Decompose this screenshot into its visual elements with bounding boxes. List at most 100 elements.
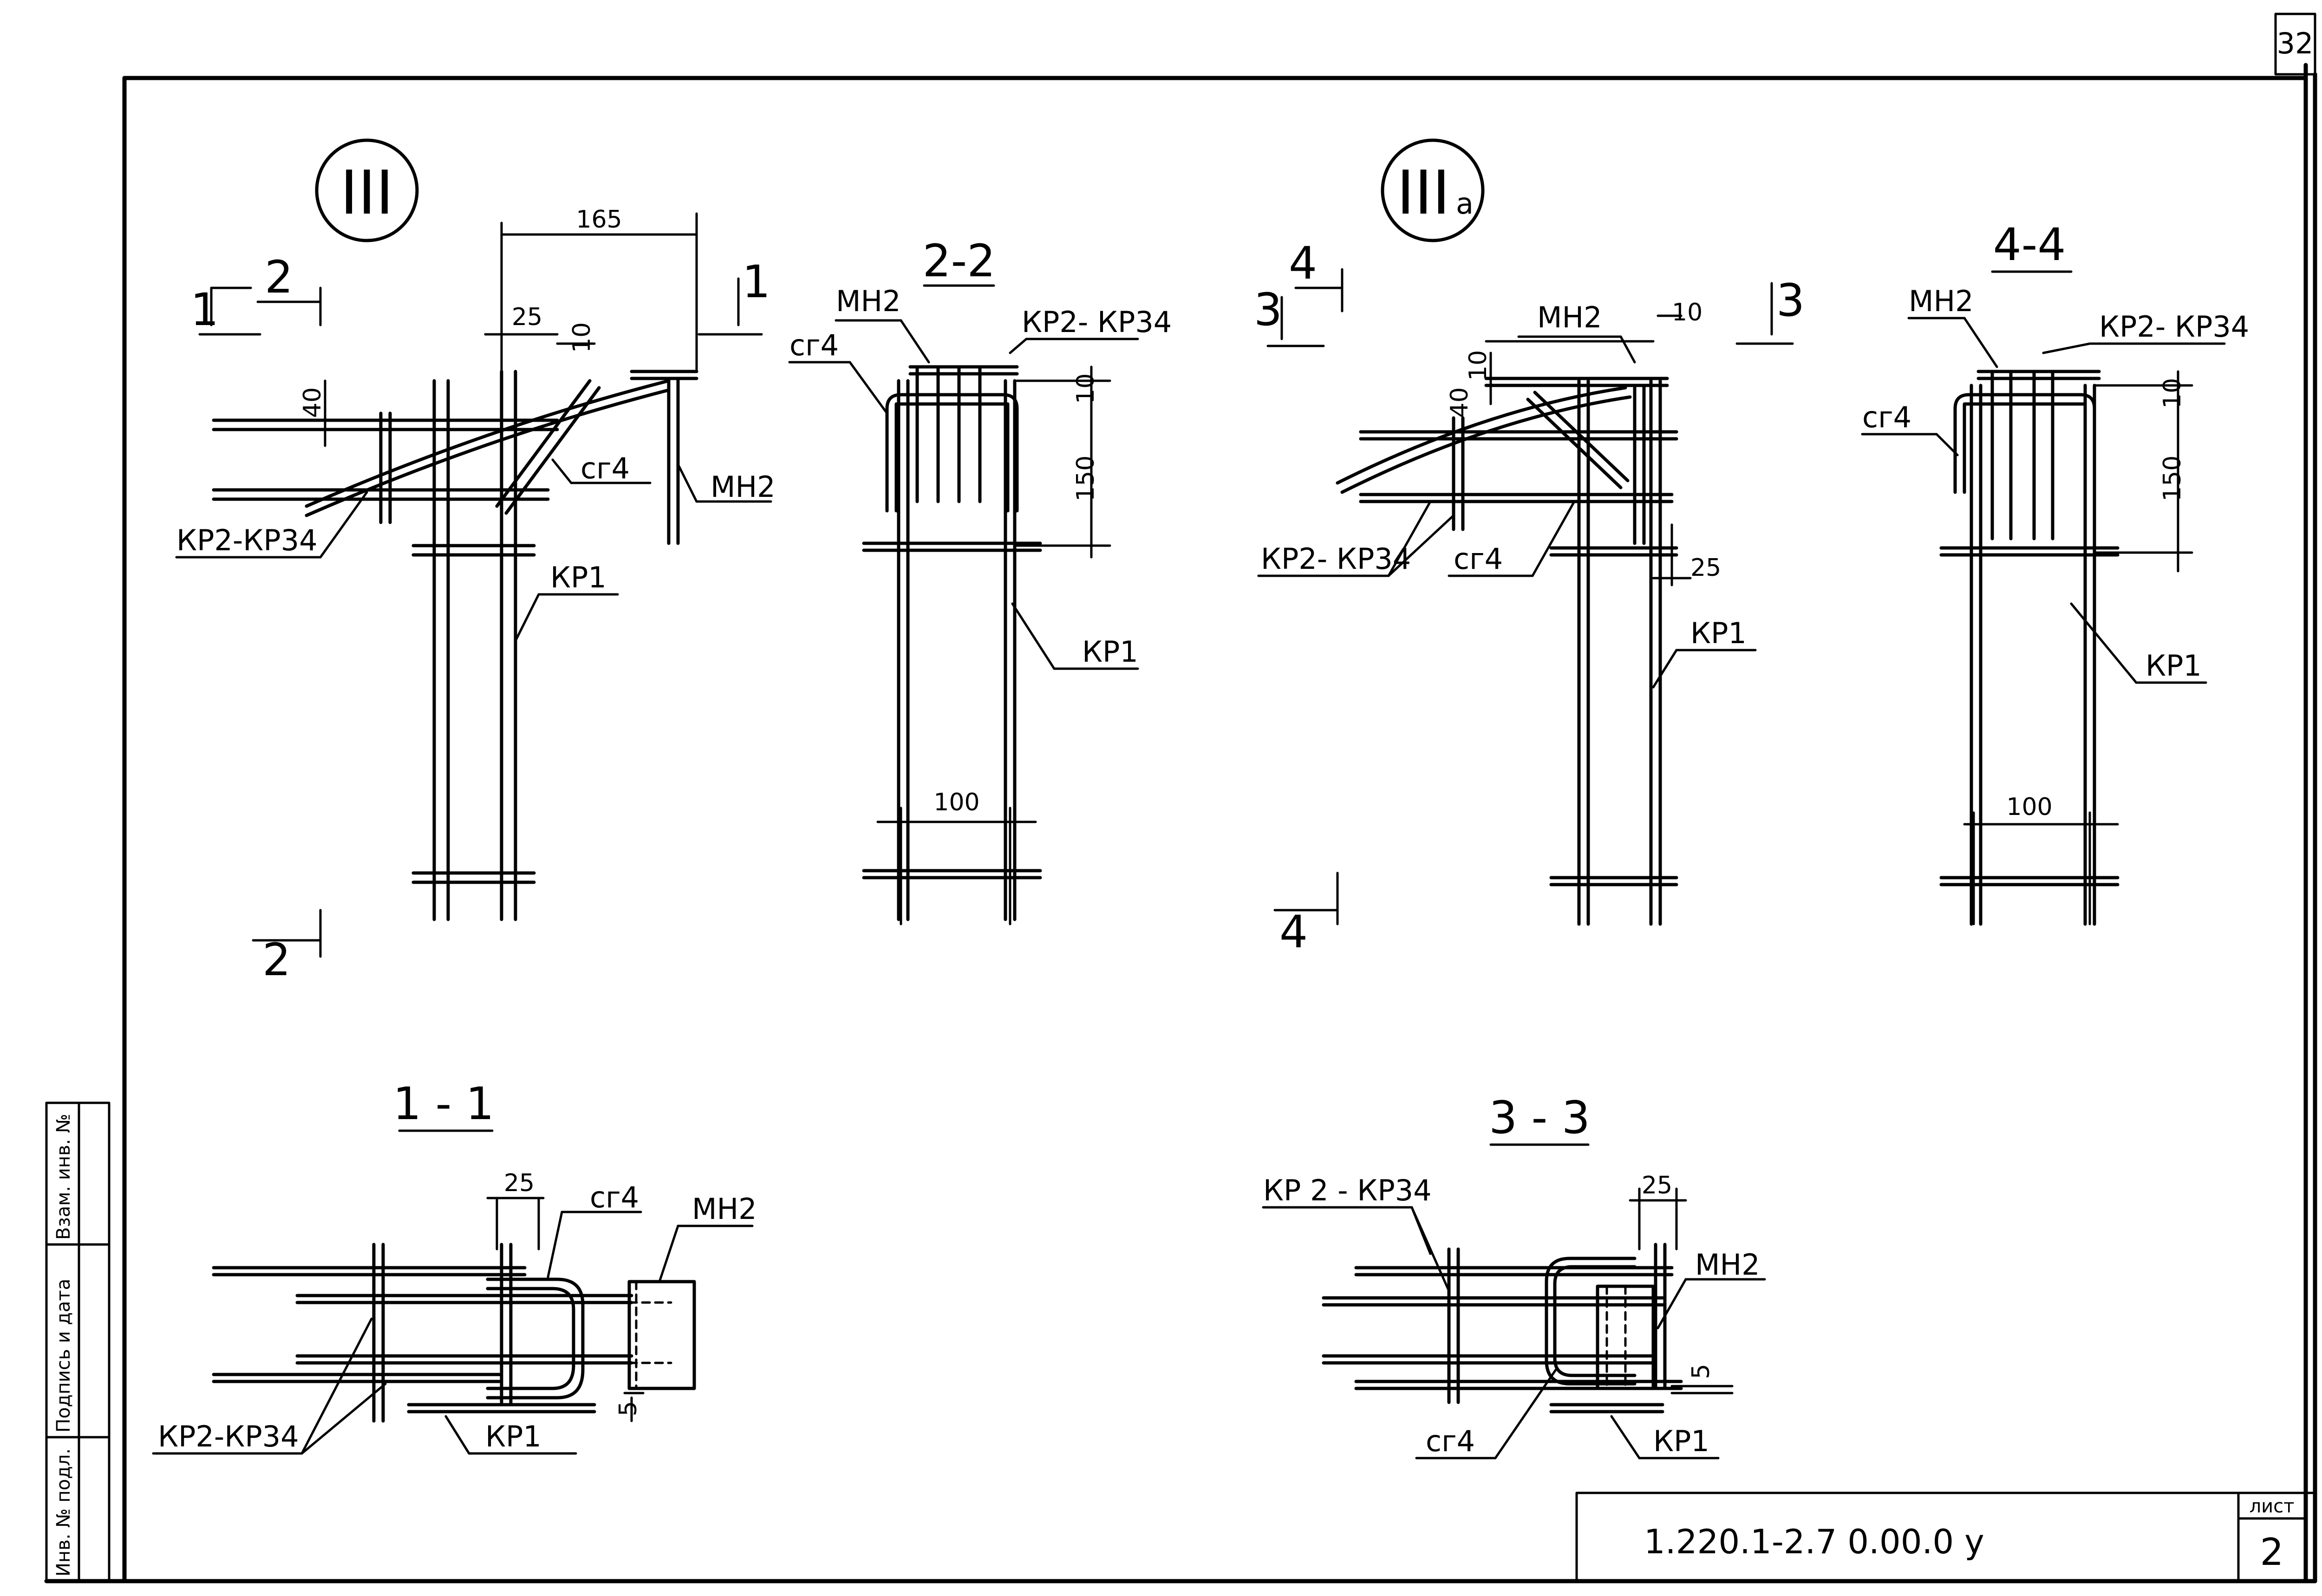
cut-mark-3-left-label: 3: [1254, 284, 1282, 336]
section-3-3-label-kr1: КР1: [1653, 1424, 1709, 1458]
IIIa-label-sg4: сг4: [1454, 542, 1503, 576]
cut-mark-4-top: [1294, 268, 1344, 313]
stamp-podpis-data: Подпись и дата: [53, 1279, 74, 1433]
list-label: лист: [2250, 1496, 2295, 1517]
section-1-1-label-kr1: КР1: [485, 1420, 541, 1453]
cut-mark-3-right: [1735, 282, 1794, 345]
section-2-2-leaders: [788, 319, 1139, 670]
section-3-3-dim-25: 25: [1642, 1172, 1672, 1199]
stamp-inv-podl: Инв. № подл.: [53, 1448, 74, 1576]
section-4-4-title: 4-4: [1993, 219, 2066, 271]
section-3-3-label-kr2-kr34: КР 2 - КР34: [1263, 1173, 1432, 1207]
section-2-2-dims: [876, 365, 1111, 925]
IIIa-bars: [1359, 377, 1678, 926]
dim-lines-III: [324, 212, 698, 447]
node-III: III 1 2 2 1: [175, 138, 776, 986]
title-block: [1575, 1492, 2316, 1583]
label-sg4: сг4: [580, 451, 630, 485]
section-1-1-dim-25: 25: [504, 1169, 535, 1197]
IIIa-dim-25: 25: [1690, 554, 1721, 582]
section-1-1-title: 1 - 1: [393, 1078, 494, 1130]
node-IIIa-sub: а: [1456, 187, 1474, 221]
cut-mark-3-left: [1266, 296, 1325, 347]
section-4-4-label-kr2-kr34: КР2- КР34: [2099, 310, 2249, 344]
kr1-verticals: [411, 370, 536, 921]
section-1-1-bars: [212, 1243, 633, 1423]
dim-10: 10: [568, 322, 596, 353]
section-2-2: 2-2 10 150: [788, 235, 1172, 925]
cut-mark-1-left-label: 1: [190, 284, 219, 336]
section-3-3-label-sg4: сг4: [1426, 1424, 1475, 1458]
node-IIIa: III а 3 4 3 4: [1254, 138, 1805, 958]
section-1-1-dims: [486, 1197, 645, 1422]
label-mn2: МН2: [711, 470, 776, 504]
section-3-3-leaders: [1262, 1206, 1766, 1459]
section-4-4-bars: [1939, 370, 2120, 926]
cut-mark-2-bottom: [252, 909, 322, 958]
IIIa-dim-10a: 10: [1672, 299, 1702, 326]
section-3-3: 3 - 3: [1262, 1092, 1766, 1459]
sg4-inclined: [305, 379, 671, 517]
section-3-3-dims: [1629, 1187, 1734, 1394]
section-4-4-label-mn2: МН2: [1909, 284, 1974, 318]
IIIa-dims: [1485, 314, 1692, 586]
section-2-2-label-mn2: МН2: [836, 284, 901, 318]
section-1-1: 1 - 1: [152, 1078, 757, 1455]
IIIa-label-kr2-kr34: КР2- КР34: [1261, 542, 1411, 576]
section-4-4-leaders: [1861, 317, 2226, 684]
section-2-2-label-kr2-kr34: КР2- КР34: [1022, 305, 1172, 339]
section-1-1-label-sg4: сг4: [590, 1180, 639, 1214]
section-2-2-dim-150: 150: [1072, 456, 1100, 502]
stamp-vzam-inv: Взам. инв. №: [53, 1114, 74, 1240]
node-IIIa-circle: [1381, 138, 1485, 242]
cut-mark-4-bottom-label: 4: [1279, 906, 1308, 958]
cut-mark-2-top: [256, 287, 322, 326]
cut-mark-3-right-label: 3: [1776, 274, 1805, 326]
list-number: 2: [2260, 1531, 2284, 1574]
cut-mark-4-bottom: [1273, 872, 1339, 925]
section-1-1-dim-5: 5: [614, 1401, 642, 1416]
node-III-id: III: [340, 157, 393, 228]
mn2-plate: [630, 370, 698, 545]
section-1-1-mn2: [627, 1280, 696, 1390]
cut-mark-1-right-label: 1: [742, 256, 770, 308]
section-4-4-label-kr1: КР1: [2146, 649, 2202, 683]
section-4-4-dim-10: 10: [2159, 378, 2186, 409]
section-3-3-title: 3 - 3: [1489, 1092, 1590, 1144]
section-2-2-dim-10: 10: [1072, 373, 1100, 404]
side-stamp: [45, 1101, 111, 1583]
label-kr2-kr34: КР2-КР34: [176, 523, 318, 557]
IIIa-label-mn2: МН2: [1537, 300, 1602, 334]
section-1-1-label-mn2: МН2: [692, 1192, 757, 1226]
dim-25: 25: [512, 303, 542, 331]
section-2-2-label-sg4: сг4: [789, 328, 839, 362]
section-1-1-leaders: [152, 1211, 754, 1455]
section-2-2-bars: [862, 365, 1042, 921]
document-code: 1.220.1-2.7 0.00.0 у: [1644, 1522, 1984, 1561]
section-4-4: 4-4 10 150: [1861, 219, 2249, 926]
dim-40: 40: [299, 387, 326, 418]
page-number: 32: [2277, 26, 2314, 60]
section-2-2-label-kr1: КР1: [1082, 635, 1138, 669]
leaders-III: [175, 458, 772, 642]
cut-mark-2-bottom-label: 2: [262, 934, 291, 986]
IIIa-dim-10b: 10: [1464, 350, 1492, 381]
dim-165: 165: [576, 206, 622, 234]
cut-mark-2-top-label: 2: [265, 251, 293, 303]
section-3-3-label-mn2: МН2: [1695, 1248, 1760, 1282]
section-1-1-label-kr2-kr34: КР2-КР34: [158, 1420, 299, 1453]
section-4-4-dim-150: 150: [2159, 456, 2186, 502]
node-III-circle: [315, 138, 419, 242]
section-3-3-mn2: [1596, 1284, 1655, 1390]
section-3-3-dim-5: 5: [1687, 1364, 1715, 1379]
section-4-4-dims: [1963, 370, 2193, 925]
section-4-4-label-sg4: сг4: [1862, 400, 1911, 434]
node-IIIa-id: III: [1396, 157, 1450, 228]
cut-mark-1-right: [698, 277, 763, 336]
cut-mark-4-top-label: 4: [1289, 237, 1317, 289]
IIIa-leaders: [1257, 335, 1757, 689]
section-2-2-dim-100: 100: [933, 788, 979, 816]
cut-mark-1-left: [198, 287, 261, 336]
